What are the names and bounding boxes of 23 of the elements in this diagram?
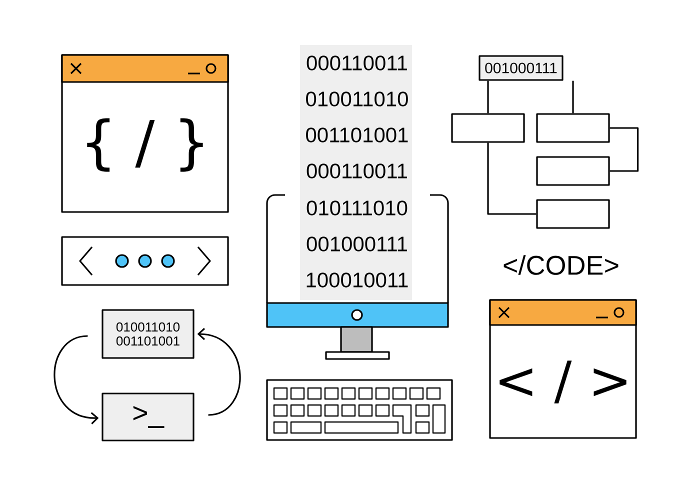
connector (572, 80, 574, 114)
connector (197, 328, 241, 416)
flowchart-box (451, 113, 525, 143)
flowchart-box (536, 113, 610, 143)
binary-text: 010011010 (306, 92, 408, 106)
code-tag-text: </CODE> (504, 255, 618, 275)
binary-text: 010111010 (306, 200, 408, 216)
code-tag-symbol: < / > (500, 360, 626, 404)
connector (54, 335, 99, 424)
flowchart-box (536, 156, 610, 186)
binary-text: 000110011 (306, 56, 407, 70)
flowchart-box (536, 199, 610, 229)
connector (610, 127, 639, 172)
binary-box: 001000111 (478, 55, 564, 81)
binary-text: 000110011 (306, 164, 407, 178)
binary-text: 100010011 (306, 272, 408, 288)
binary-text: 001101001 (306, 128, 408, 142)
terminal-box: >_ (102, 392, 194, 442)
binary-box: 010011010 001101001 (102, 309, 194, 359)
binary-text: 001000111 (306, 236, 407, 252)
connector (487, 142, 536, 215)
code-braces: { / } (87, 118, 203, 172)
connector (487, 80, 489, 114)
